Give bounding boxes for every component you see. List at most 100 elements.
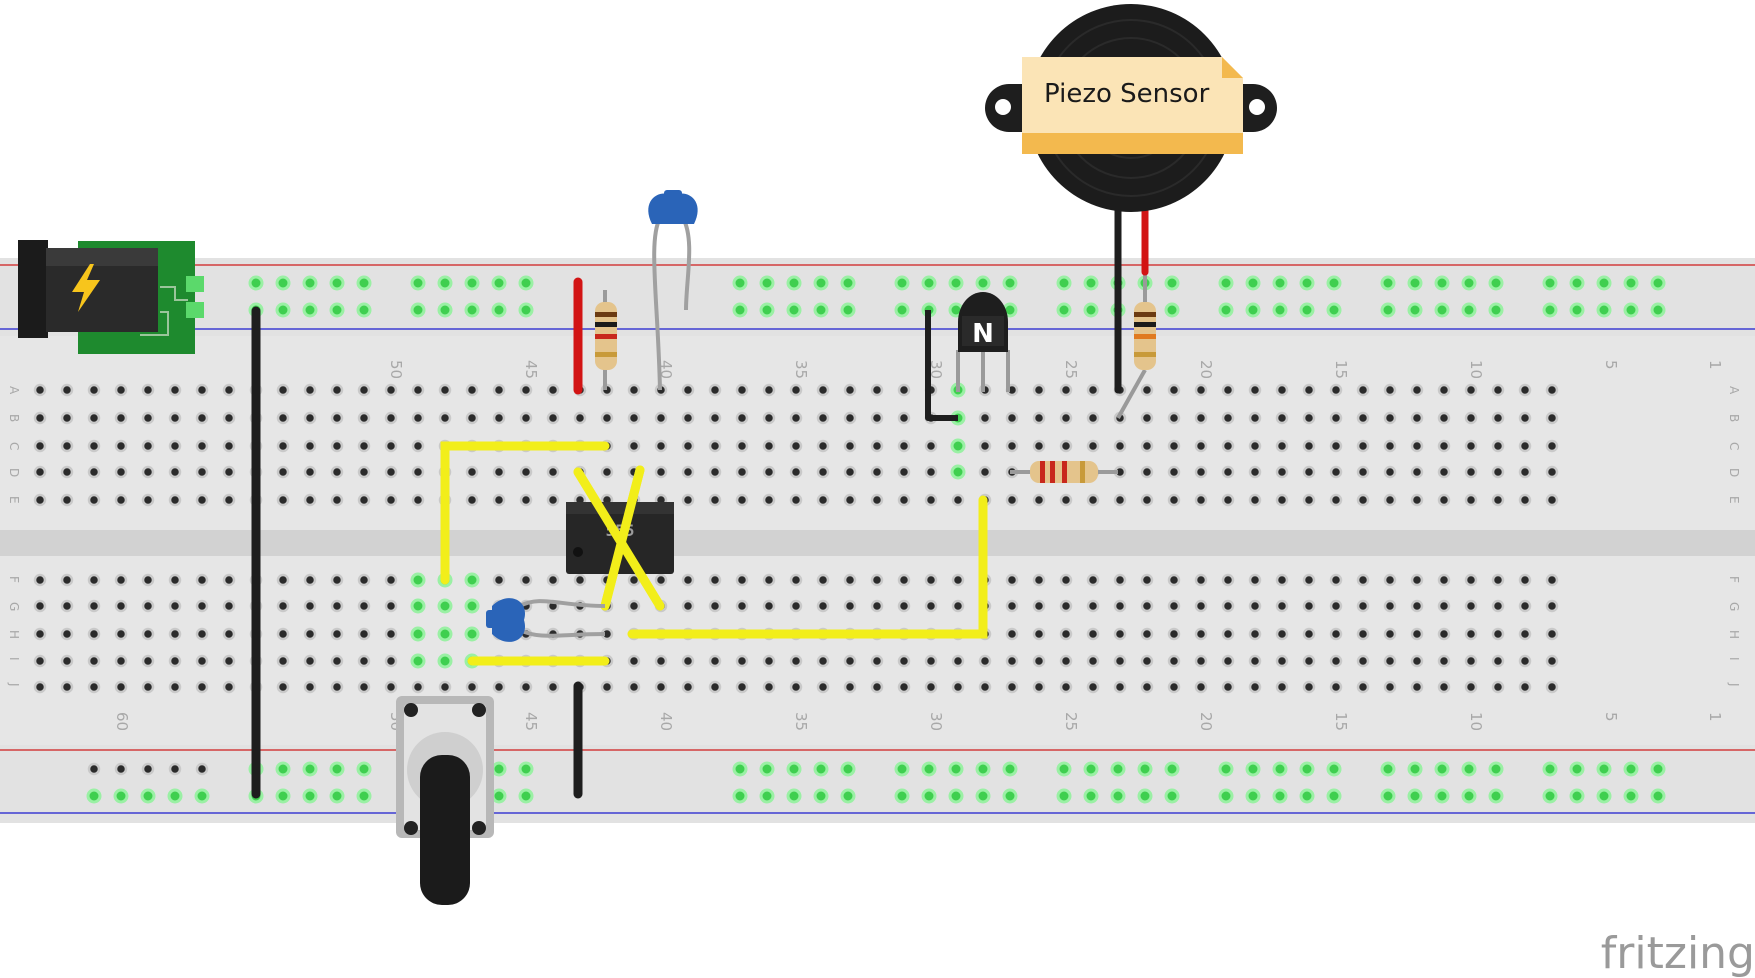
- capacitor-side-cap: [486, 610, 500, 628]
- breadboard-hole: [195, 465, 209, 479]
- breadboard-hole: [1137, 761, 1153, 777]
- breadboard-hole: [708, 465, 722, 479]
- breadboard-hole: [464, 275, 480, 291]
- breadboard-hole: [1545, 573, 1559, 587]
- breadboard-hole: [1518, 627, 1532, 641]
- breadboard-hole: [1329, 439, 1343, 453]
- breadboard-hole: [410, 598, 426, 614]
- breadboard-hole: [1140, 383, 1154, 397]
- breadboard-hole: [302, 275, 318, 291]
- breadboard-hole: [60, 465, 74, 479]
- breadboard-hole: [492, 465, 506, 479]
- breadboard-hole: [437, 653, 453, 669]
- row-letter: J: [7, 682, 21, 687]
- breadboard-hole: [33, 411, 47, 425]
- breadboard-hole: [681, 465, 695, 479]
- breadboard-hole: [60, 599, 74, 613]
- breadboard-hole: [329, 302, 345, 318]
- row-letter: D: [7, 468, 21, 477]
- row-letter: B: [1727, 414, 1741, 422]
- breadboard-hole: [1194, 627, 1208, 641]
- breadboard-hole: [762, 680, 776, 694]
- breadboard-hole: [786, 302, 802, 318]
- breadboard-hole: [302, 761, 318, 777]
- breadboard-hole: [1194, 411, 1208, 425]
- breadboard-hole: [87, 599, 101, 613]
- breadboard-hole: [1383, 573, 1397, 587]
- breadboard-hole: [330, 627, 344, 641]
- breadboard-hole: [1272, 761, 1288, 777]
- jack-pad: [186, 276, 204, 292]
- breadboard-hole: [1194, 573, 1208, 587]
- column-number: 15: [1332, 360, 1350, 379]
- breadboard-hole: [222, 493, 236, 507]
- breadboard-hole: [1275, 465, 1289, 479]
- capacitor-lead: [652, 217, 662, 391]
- column-number: 60: [113, 712, 131, 731]
- breadboard-hole: [1383, 439, 1397, 453]
- breadboard-hole: [1356, 573, 1370, 587]
- breadboard-hole: [356, 302, 372, 318]
- breadboard-hole: [1059, 439, 1073, 453]
- row-letter: F: [1727, 576, 1741, 583]
- breadboard-hole: [1596, 788, 1612, 804]
- breadboard-hole: [1032, 680, 1046, 694]
- breadboard-hole: [1194, 383, 1208, 397]
- breadboard-hole: [114, 411, 128, 425]
- breadboard-hole: [357, 465, 371, 479]
- breadboard-hole: [1059, 680, 1073, 694]
- breadboard-hole: [1167, 573, 1181, 587]
- breadboard-hole: [168, 465, 182, 479]
- breadboard-hole: [921, 761, 937, 777]
- breadboard-hole: [735, 599, 749, 613]
- breadboard-hole: [600, 680, 614, 694]
- breadboard-hole: [114, 383, 128, 397]
- breadboard-hole: [546, 493, 560, 507]
- breadboard-hole: [1194, 654, 1208, 668]
- column-number: 10: [1467, 360, 1485, 379]
- breadboard-hole: [195, 383, 209, 397]
- breadboard-hole: [276, 383, 290, 397]
- breadboard-hole: [897, 493, 911, 507]
- breadboard-hole: [86, 788, 102, 804]
- resistor-lead: [1116, 369, 1147, 419]
- breadboard-hole: [1248, 573, 1262, 587]
- breadboard-hole: [843, 439, 857, 453]
- breadboard-hole: [759, 788, 775, 804]
- breadboard-hole: [1356, 654, 1370, 668]
- breadboard-hole: [894, 761, 910, 777]
- breadboard-hole: [1650, 761, 1666, 777]
- note-label: Piezo Sensor: [1022, 57, 1243, 154]
- breadboard-hole: [1110, 788, 1126, 804]
- row-letter: E: [7, 496, 21, 504]
- breadboard-hole: [1032, 627, 1046, 641]
- breadboard-hole: [654, 573, 668, 587]
- breadboard-hole: [708, 573, 722, 587]
- breadboard-hole: [870, 573, 884, 587]
- breadboard-hole: [789, 465, 803, 479]
- breadboard-hole: [330, 439, 344, 453]
- breadboard-hole: [897, 654, 911, 668]
- breadboard-hole: [357, 654, 371, 668]
- breadboard-hole: [1140, 573, 1154, 587]
- breadboard-hole: [843, 654, 857, 668]
- breadboard-hole: [897, 383, 911, 397]
- breadboard-hole: [222, 599, 236, 613]
- breadboard-hole: [1086, 627, 1100, 641]
- breadboard-hole: [1221, 411, 1235, 425]
- jack-body-top: [46, 248, 158, 266]
- breadboard-hole: [1140, 654, 1154, 668]
- breadboard-hole: [1005, 573, 1019, 587]
- breadboard-hole: [60, 627, 74, 641]
- breadboard-hole: [681, 411, 695, 425]
- breadboard-hole: [1221, 680, 1235, 694]
- breadboard-hole: [1083, 275, 1099, 291]
- breadboard-hole: [1518, 439, 1532, 453]
- breadboard-hole: [60, 680, 74, 694]
- breadboard-hole: [384, 383, 398, 397]
- breadboard-hole: [1302, 493, 1316, 507]
- column-number: 20: [1197, 712, 1215, 731]
- breadboard-hole: [276, 573, 290, 587]
- breadboard-hole: [732, 761, 748, 777]
- breadboard-hole: [1380, 788, 1396, 804]
